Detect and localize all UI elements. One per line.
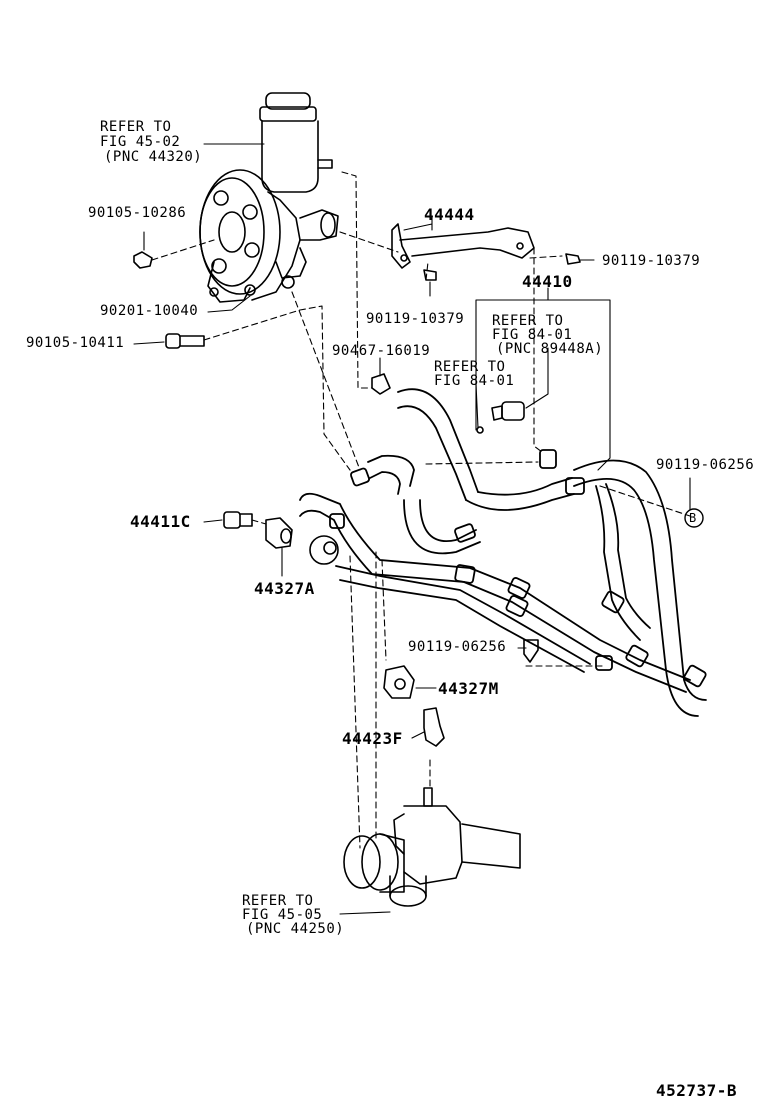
label-90467-16019[interactable]: 90467-16019 — [332, 343, 431, 359]
bolt-90105-10411 — [165, 333, 205, 349]
ref-pump-line3: (PNC 44320) — [104, 149, 203, 165]
leader-lines — [133, 143, 691, 915]
ref-pump-line2: FIG 45-02 — [100, 134, 181, 150]
bracket-44444 — [391, 223, 535, 269]
steering-gear — [343, 787, 521, 907]
label-44410[interactable]: 44410 — [522, 272, 573, 291]
label-90119-06256-lower[interactable]: 90119-06256 — [408, 639, 507, 655]
bolt-44423f — [423, 707, 445, 747]
cushion-44327a — [265, 517, 293, 549]
label-44411c[interactable]: 44411C — [130, 512, 191, 531]
label-44327a[interactable]: 44327A — [254, 579, 315, 598]
clamp-90467-16019 — [371, 373, 391, 395]
label-90105-10286[interactable]: 90105-10286 — [88, 205, 187, 221]
ref-switch-line3: (PNC 89448A) — [496, 341, 604, 357]
ref-gear-line1: REFER TO — [242, 893, 314, 909]
bolt-90105-10286 — [133, 251, 153, 269]
bolt-44411c — [223, 511, 253, 529]
ref-pump-line1: REFER TO — [100, 119, 172, 135]
label-90119-10379-mid[interactable]: 90119-10379 — [366, 311, 465, 327]
label-90119-10379-right[interactable]: 90119-10379 — [602, 253, 701, 269]
diagram-id: 452737-B — [656, 1081, 738, 1100]
cushion-44327m — [383, 665, 415, 699]
label-44327m[interactable]: 44327M — [438, 679, 499, 698]
bolt-90119-10379-mid — [423, 269, 437, 281]
ref-gear-line3: (PNC 44250) — [246, 921, 345, 937]
label-90201-10040[interactable]: 90201-10040 — [100, 303, 199, 319]
label-90105-10411[interactable]: 90105-10411 — [26, 335, 125, 351]
grommet-large — [309, 535, 339, 565]
bolt-90119-06256-lower — [523, 639, 539, 663]
ref-fig8401-line2: FIG 84-01 — [434, 373, 515, 389]
pressure-switch — [476, 401, 525, 434]
label-44444[interactable]: 44444 — [424, 205, 475, 224]
dashed-leaders — [151, 171, 691, 849]
marker-b-letter: B — [689, 511, 697, 525]
label-44423f[interactable]: 44423F — [342, 729, 403, 748]
ref-switch-line2: FIG 84-01 — [492, 327, 573, 343]
ref-switch-line1: REFER TO — [492, 313, 564, 329]
ref-fig8401-line1: REFER TO — [434, 359, 506, 375]
hoses — [299, 388, 707, 717]
marker-b — [684, 508, 704, 528]
label-90119-06256-right[interactable]: 90119-06256 — [656, 457, 755, 473]
ref-gear-line2: FIG 45-05 — [242, 907, 323, 923]
power-steering-pump — [199, 92, 339, 303]
bolt-90119-10379-right — [565, 253, 581, 265]
